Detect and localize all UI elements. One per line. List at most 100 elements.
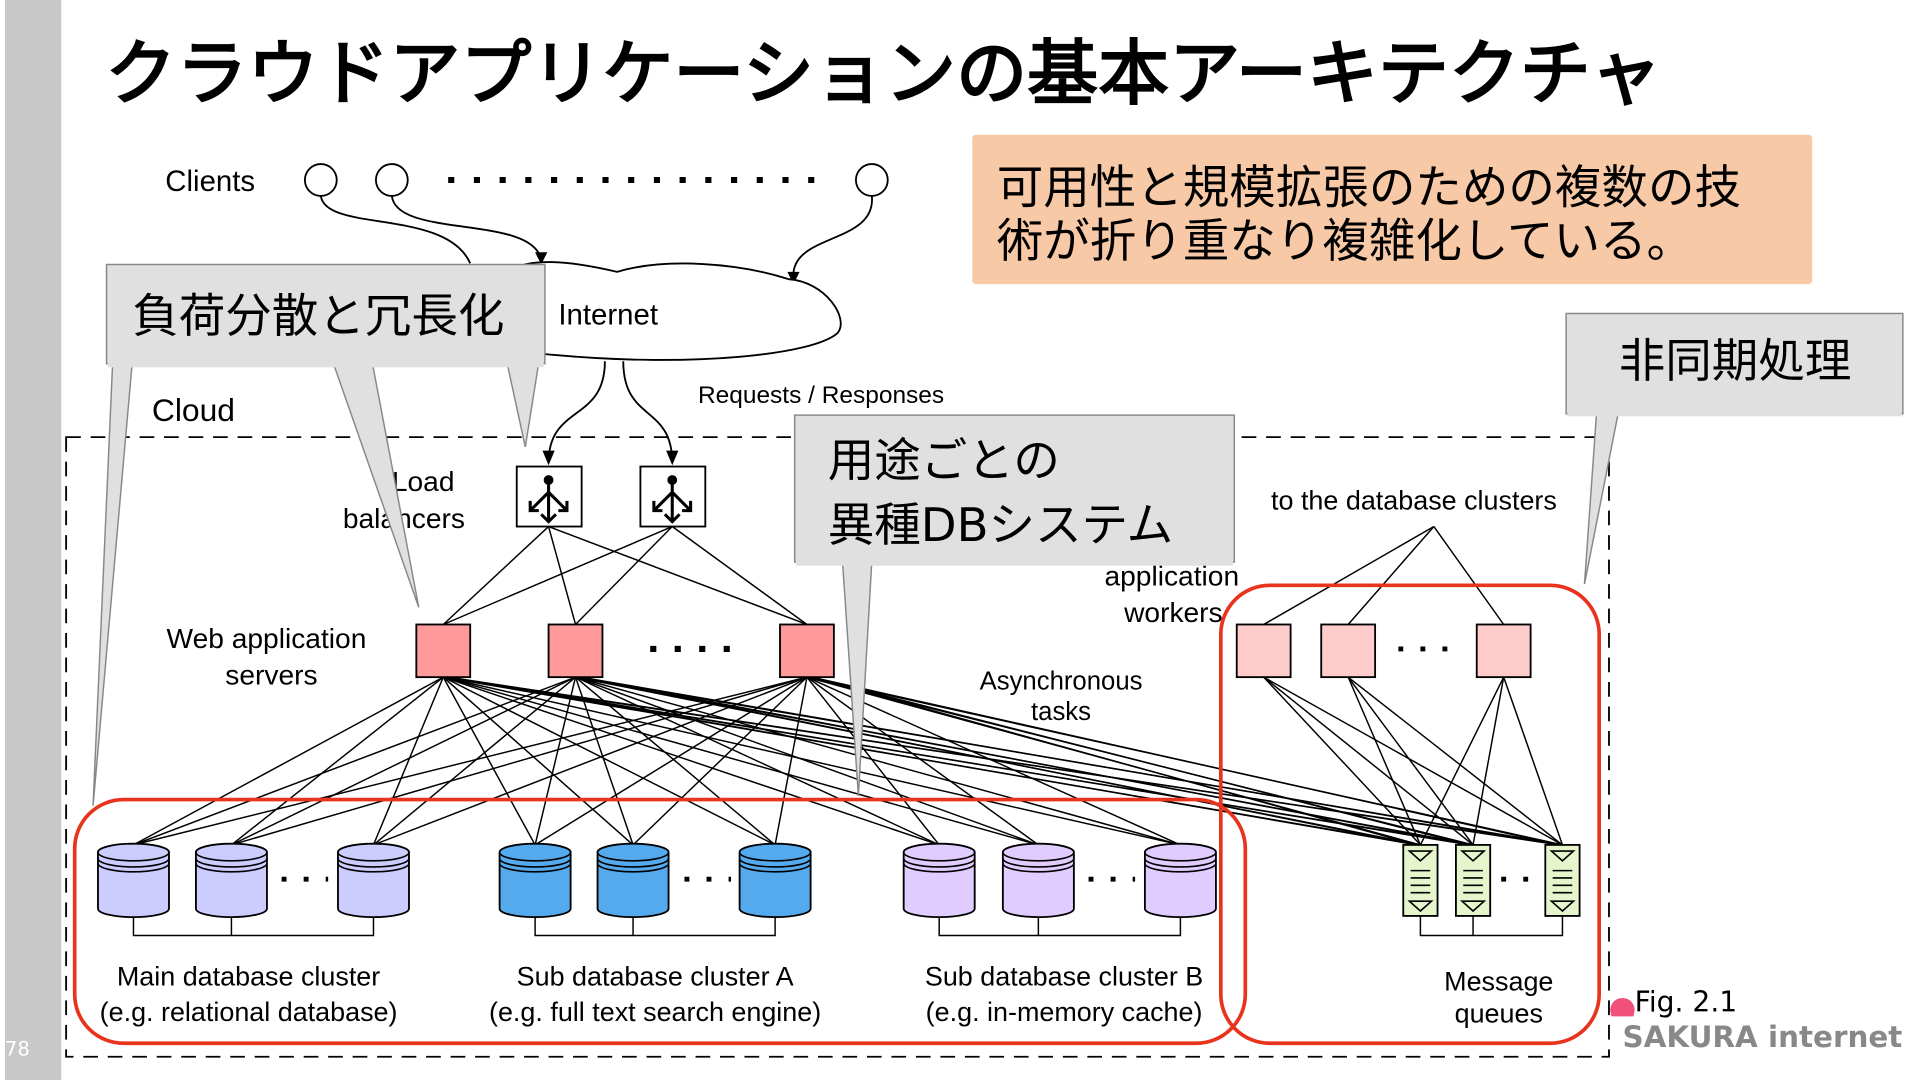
connector	[442, 676, 776, 846]
connection-lines	[133, 525, 1564, 846]
async-callout	[1565, 312, 1904, 415]
connector	[133, 676, 808, 846]
database-icon	[902, 842, 976, 919]
application-worker	[1235, 623, 1292, 679]
connector	[372, 676, 444, 846]
load-balancer-icon	[652, 480, 693, 524]
connector	[1347, 676, 1474, 846]
connector	[806, 676, 940, 846]
sub-b-label-1: Sub database cluster B	[925, 962, 1203, 992]
message-queue-icon	[1544, 843, 1581, 917]
connector	[575, 676, 940, 846]
connector	[1263, 676, 1474, 846]
database-icon	[498, 842, 572, 919]
client-node	[855, 163, 889, 197]
connector	[230, 676, 444, 846]
page-number: 78	[5, 1038, 30, 1061]
database-icon	[596, 842, 670, 919]
async-callout-text: 非同期処理	[1619, 334, 1852, 388]
internet-label: Internet	[558, 298, 658, 331]
connector	[575, 676, 1181, 846]
connector	[811, 676, 1417, 846]
load-balancer-icon	[528, 480, 569, 524]
database-icon	[738, 842, 812, 919]
connector	[806, 676, 1181, 846]
database-icon	[1143, 842, 1217, 919]
connector	[442, 525, 673, 626]
connector	[1502, 676, 1564, 846]
main-db-label-2: (e.g. relational database)	[100, 997, 398, 1027]
db-callout-tail	[841, 560, 873, 796]
connector	[373, 676, 576, 846]
db-highlight	[72, 797, 1248, 1046]
sakura-logo-text: SAKURA internet	[1622, 1020, 1902, 1054]
client-node	[303, 163, 338, 197]
db-callout	[793, 414, 1236, 563]
db-callout-line-1: 用途ごとの	[828, 433, 1060, 487]
requests-label: Requests / Responses	[698, 382, 944, 409]
summary-callout	[972, 134, 1813, 285]
connector	[1347, 676, 1422, 846]
connector	[580, 676, 1470, 846]
connector	[548, 525, 808, 626]
lb-label-1: Load	[392, 466, 455, 497]
connector	[534, 676, 577, 846]
connector	[442, 676, 536, 846]
connector	[774, 677, 808, 846]
connector	[1347, 526, 1435, 625]
database-icon	[1001, 842, 1075, 919]
connector	[580, 676, 1417, 846]
async-highlight	[1218, 583, 1602, 1046]
connector	[373, 676, 808, 846]
clients-label: Clients	[165, 165, 255, 198]
lb-callout-text: 負荷分散と冗長化	[132, 289, 504, 343]
connector	[580, 676, 1559, 846]
web-label-1: Web application	[167, 623, 367, 654]
web-server	[547, 623, 604, 679]
connector	[1263, 676, 1563, 846]
mq-label-2: queues	[1455, 998, 1543, 1028]
connector	[671, 525, 808, 626]
connector	[443, 676, 1181, 846]
client-node	[375, 163, 409, 197]
web-server	[779, 623, 835, 679]
application-worker	[1475, 623, 1532, 679]
connector	[231, 676, 808, 846]
cloud-label: Cloud	[152, 392, 235, 428]
web-server	[415, 623, 472, 679]
sakura-logo-icon	[1610, 997, 1635, 1017]
to-db-label: to the database clusters	[1271, 485, 1557, 515]
connector	[442, 525, 550, 626]
connector	[442, 676, 634, 846]
slide-sidebar	[4, 0, 62, 1080]
message-queue-icon	[1455, 843, 1492, 917]
sub-a-label-2: (e.g. full text search engine)	[489, 997, 821, 1027]
lb-callout-tail	[506, 361, 540, 448]
connector	[806, 676, 1039, 846]
sub-a-label-1: Sub database cluster A	[517, 962, 794, 992]
connector	[133, 676, 576, 846]
connector	[1263, 676, 1421, 846]
load-balancer	[639, 465, 707, 528]
database-icon	[97, 842, 170, 919]
connector	[1263, 525, 1435, 626]
connector	[575, 676, 776, 846]
db-callout-line-2: 異種DBシステム	[828, 498, 1173, 552]
figure-label: Fig. 2.1	[1635, 985, 1738, 1018]
main-db-label-1: Main database cluster	[117, 962, 380, 992]
connector	[574, 526, 673, 626]
connector	[1347, 676, 1563, 846]
connector	[632, 676, 808, 846]
connector	[448, 676, 1559, 846]
load-balancer	[515, 465, 583, 528]
summary-line-2: 術が折り重なり複雑化している。	[997, 214, 1693, 268]
lb-callout-tail	[92, 361, 134, 806]
connector	[448, 676, 1470, 846]
database-icon	[195, 842, 268, 919]
mq-label-1: Message	[1444, 967, 1553, 997]
connector	[547, 526, 577, 625]
connector	[574, 676, 634, 846]
slide-title: クラウドアプリケーションの基本アーキテクチャ	[105, 32, 1661, 115]
connector	[231, 676, 576, 846]
